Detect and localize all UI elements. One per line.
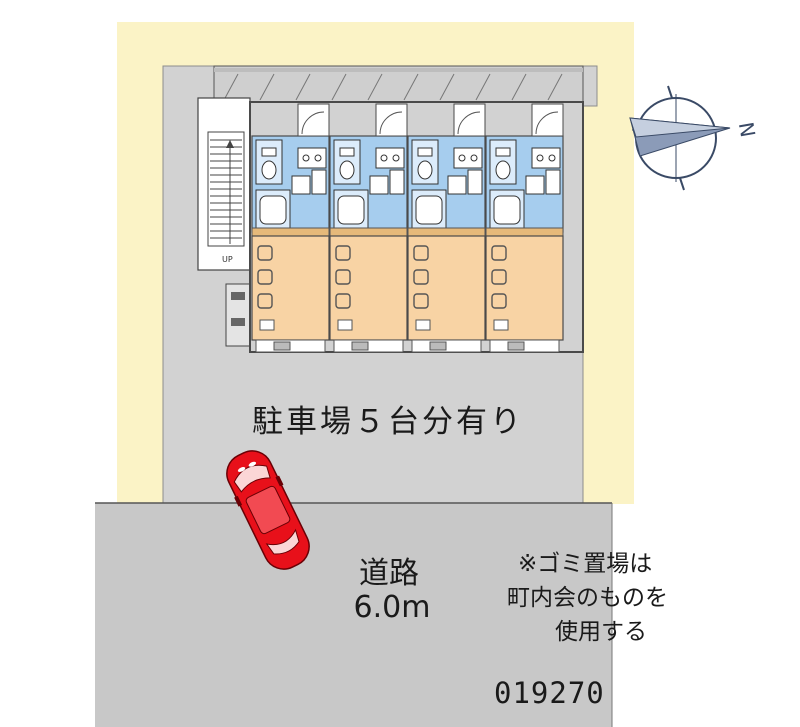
appliance-icon [413,269,429,285]
stove-burner [380,154,388,162]
bathtub-icon [493,195,521,225]
appliance-icon [335,245,351,261]
entrance-door-swing [535,111,559,135]
corridor-roof [213,65,584,103]
unit-4 [485,103,564,353]
floor-strip [329,227,408,237]
roof-hatch-line [223,73,239,101]
road-name-label: 道路 [359,556,419,591]
kitchen-counter [375,147,405,169]
roof-hatch-line [331,73,347,101]
aircon-unit-icon [507,341,525,351]
entrance [375,103,408,137]
apartment-units [251,103,564,353]
appliance-icon [491,269,507,285]
entrance [297,103,330,137]
stair-up-label: UP [222,255,233,264]
storage-icon [337,319,353,331]
road-width-label: 6.0m [353,590,431,625]
appliance-icon [257,269,273,285]
entrance-door-swing [457,111,481,135]
unit-3 [407,103,486,353]
roof-hatch-line [403,73,419,101]
floor-strip [485,227,564,237]
compass-north-label: N [734,120,760,139]
parking-label: 駐車場５台分有り [252,404,524,440]
storage-icon [493,319,509,331]
roof-hatch-line [439,73,455,101]
bathtub-icon [259,195,287,225]
roof-hatch-line [259,73,275,101]
stove-burner [458,154,466,162]
property-id: 019270 [494,676,605,710]
washer-icon [389,169,405,195]
toilet-tank [417,147,433,157]
roof-hatch-line [475,73,491,101]
washbasin-icon [447,175,467,195]
kitchen-counter [453,147,483,169]
washbasin-icon [291,175,311,195]
garbage-note-line-1: ※ゴミ置場は [518,551,653,577]
toilet-tank [339,147,355,157]
washbasin-icon [525,175,545,195]
aircon-unit-icon [273,341,291,351]
bathtub-icon [415,195,443,225]
outdoor-unit [225,283,251,347]
stove-burner [314,154,322,162]
washer-icon [311,169,327,195]
entrance [453,103,486,137]
entrance-door-swing [379,111,403,135]
appliance-icon [257,293,273,309]
garbage-note-line-3: 使用する [555,619,647,645]
toilet-icon [339,160,355,180]
bathtub-icon [337,195,365,225]
roof-hatch-line [547,73,563,101]
roof-hatch-line [511,73,527,101]
floor-strip [251,227,330,237]
storage-icon [415,319,431,331]
roof-hatch-line [367,73,383,101]
stove-burner [302,154,310,162]
external-staircase: UP [197,97,251,271]
car-icon [226,450,310,570]
appliance-icon [413,293,429,309]
kitchen-counter [297,147,327,169]
toilet-icon [495,160,511,180]
washer-icon [545,169,561,195]
entrance-door-swing [301,111,325,135]
garbage-note-line-2: 町内会のものを [507,585,668,611]
stove-burner [392,154,400,162]
aircon-unit-icon [429,341,447,351]
toilet-tank [495,147,511,157]
appliance-icon [335,293,351,309]
unit-2 [329,103,408,353]
appliance-icon [491,245,507,261]
kitchen-counter [531,147,561,169]
toilet-icon [261,160,277,180]
stove-burner [548,154,556,162]
entrance [531,103,564,137]
appliance-icon [491,293,507,309]
aircon-unit-icon [351,341,369,351]
compass-rose-icon: N [629,85,760,191]
toilet-tank [261,147,277,157]
washer-icon [467,169,483,195]
unit-1 [251,103,330,353]
appliance-icon [335,269,351,285]
storage-icon [259,319,275,331]
stove-burner [536,154,544,162]
stove-burner [470,154,478,162]
road [95,503,612,727]
toilet-icon [417,160,433,180]
appliance-icon [413,245,429,261]
washbasin-icon [369,175,389,195]
roof-hatch-line [295,73,311,101]
floor-strip [407,227,486,237]
appliance-icon [257,245,273,261]
